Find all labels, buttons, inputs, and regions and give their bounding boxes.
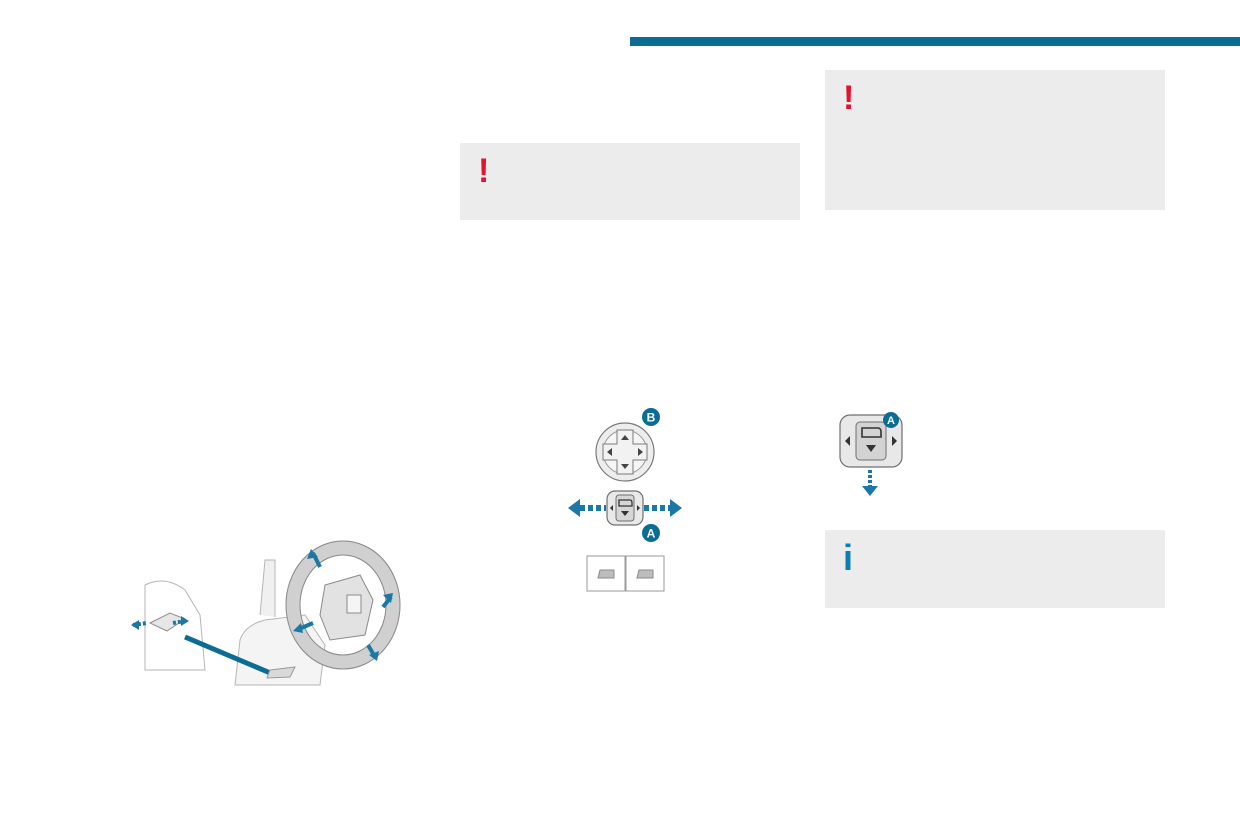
steering-wheel-rim-outline-outer [285, 540, 401, 670]
header-accent-bar [630, 37, 1240, 46]
knob-arrow-down-icon [621, 511, 629, 516]
pedal [266, 666, 296, 679]
fold-badge-a-label: A [887, 415, 895, 427]
window-switch-left-icon [597, 569, 615, 579]
wheel-arrowhead-right [383, 593, 393, 603]
fold-arrow-down-icon [866, 445, 876, 452]
knob-arrow-left-icon [610, 505, 613, 511]
lever-arrowhead-right [181, 616, 189, 626]
badge-b [642, 408, 660, 426]
lever-arrowhead-left [131, 620, 139, 630]
mirror-controls-illustration: B A [568, 408, 682, 592]
pad-cross [602, 429, 648, 475]
wheel-arrowhead-up [307, 549, 318, 559]
pointer-line [184, 634, 276, 678]
selector-arrowhead-left [568, 499, 580, 517]
info-icon: i [843, 537, 854, 578]
mirror-icon [618, 499, 633, 507]
steering-wheel-adjustment-illustration [131, 540, 401, 686]
badge-a [642, 524, 660, 542]
badge-a-label: A [647, 527, 656, 541]
fold-control-knob-face [855, 421, 887, 461]
fold-pull-arrowhead [862, 486, 878, 496]
fold-mirror-icon [861, 427, 882, 438]
warning-note: ! [460, 143, 800, 220]
hub-label-plate [346, 594, 362, 614]
warning-icon: ! [478, 152, 490, 190]
mirror-fold-control-illustration: A [839, 412, 903, 496]
mirror-selector-knob-face [615, 494, 635, 522]
badge-b-label: B [647, 411, 656, 425]
wheel-arrowhead-pull [293, 623, 303, 633]
fold-arrow-right-icon [892, 436, 897, 446]
fold-badge-a [883, 412, 899, 428]
warning-icon: ! [843, 79, 855, 117]
pad-arrow-up-icon [621, 435, 629, 440]
window-switch-right-icon [636, 569, 654, 579]
knob-arrow-right-icon [637, 505, 640, 511]
column-shaft [259, 559, 276, 617]
info-note: i [825, 530, 1165, 608]
pad-arrow-left-icon [607, 448, 612, 456]
selector-arrowhead-right [670, 499, 682, 517]
steering-wheel-rim [285, 540, 401, 670]
fold-arrow-left-icon [845, 436, 850, 446]
pad-arrow-right-icon [638, 448, 643, 456]
pad-arrow-down-icon [621, 464, 629, 469]
warning-note: ! [825, 70, 1165, 210]
wheel-arrowhead-down [369, 651, 379, 661]
dashboard-outline [144, 580, 206, 671]
